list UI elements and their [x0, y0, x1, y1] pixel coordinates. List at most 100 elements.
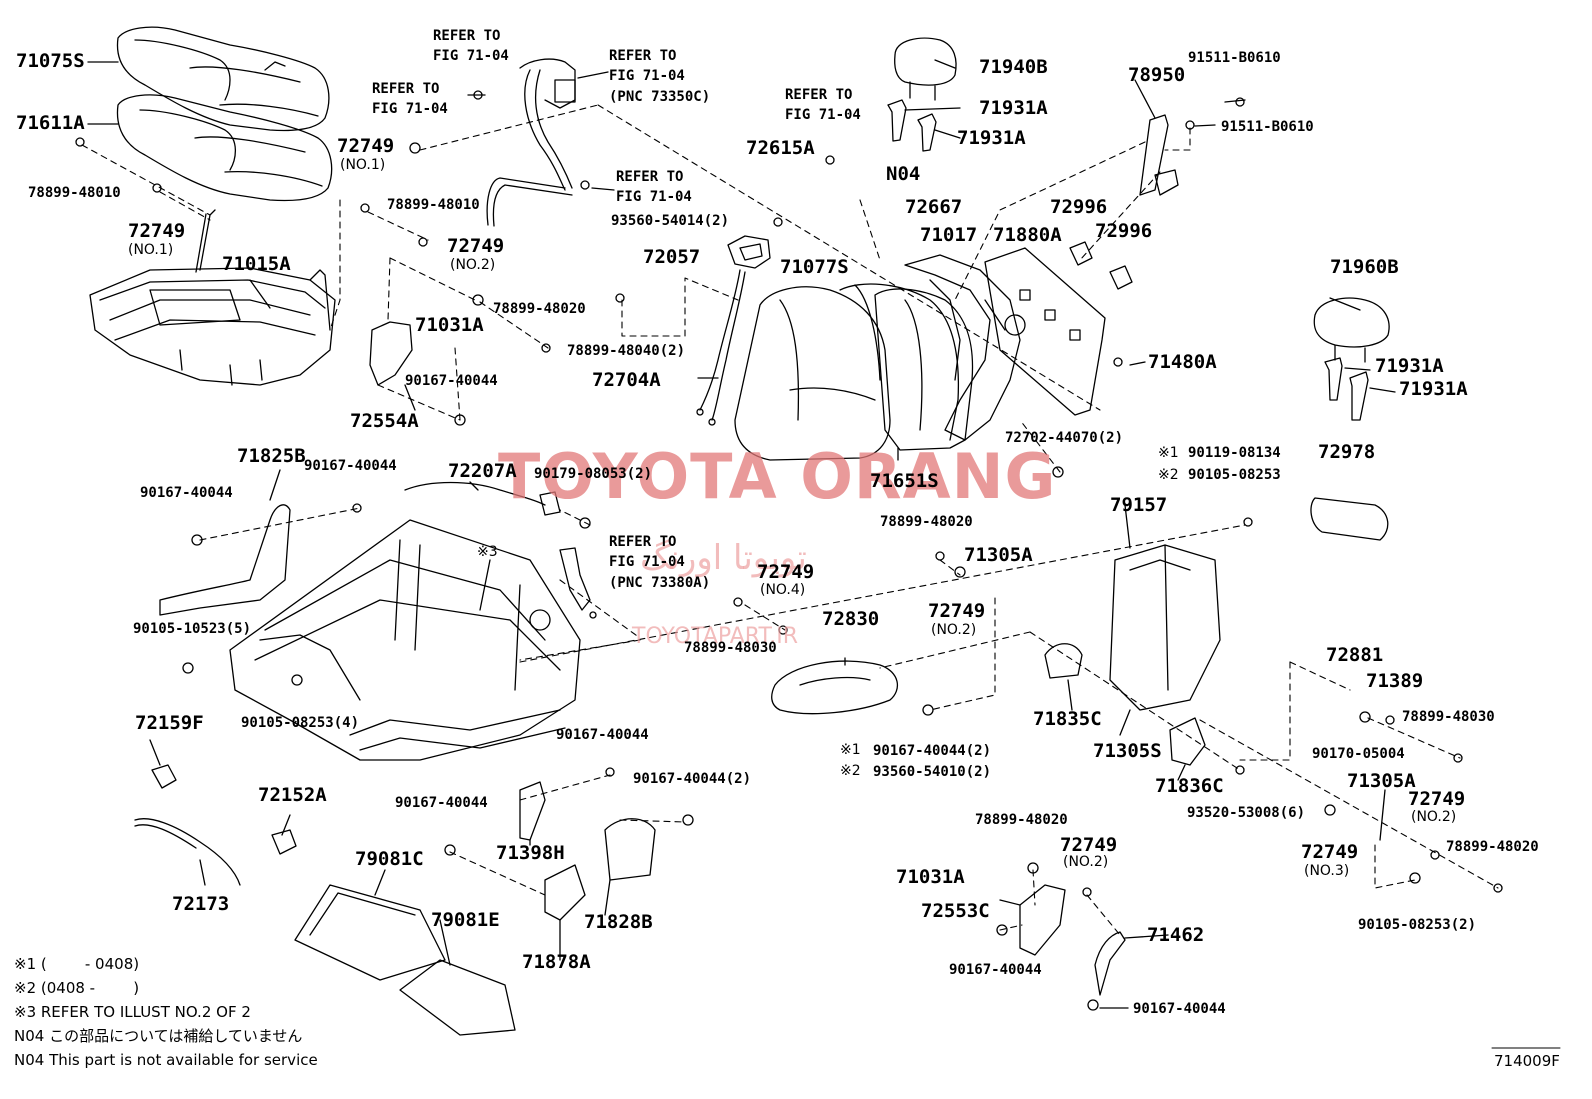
part-71835c: 71835C	[1033, 708, 1102, 730]
seatback-pad-71651s-drawing	[874, 288, 974, 451]
cover-71836c-drawing	[1169, 717, 1206, 766]
clip-72996-b-drawing	[1109, 265, 1133, 290]
part-79081c: 79081C	[355, 848, 424, 870]
seatback-frame-71017-drawing	[904, 254, 1026, 441]
part-72749-d: 72749	[757, 561, 815, 583]
ref-fig-71-04-d: REFER TO FIG 71-04	[616, 169, 692, 206]
part-93560-54014: 93560-54014(2)	[611, 213, 730, 229]
part-72749-h: 72749	[1060, 834, 1118, 856]
part-72749-f-sub: (NO.2)	[1411, 809, 1457, 825]
part-72152a: 72152A	[258, 784, 327, 806]
cover-72554a-drawing	[369, 321, 413, 386]
part-71305a-b: 71305A	[1347, 770, 1416, 792]
part-90167-40044-f: 90167-40044(2)	[633, 771, 752, 787]
part-90167-40044-a: 90167-40044	[405, 373, 498, 389]
part-71825b: 71825B	[237, 445, 306, 467]
part-72749-c-sub: (NO.2)	[450, 257, 496, 273]
part-71031a-a: 71031A	[415, 314, 484, 336]
footnote-x1: ※1 ( - 0408)	[14, 955, 140, 973]
part-78899-48010-b: 78899-48010	[387, 197, 480, 213]
part-78899-48020-a: 78899-48020	[493, 301, 586, 317]
seat-frame-rail-drawing	[229, 519, 591, 761]
part-90167-40044-h: 90167-40044	[949, 962, 1042, 978]
cushion-72830-drawing	[771, 660, 899, 715]
part-78899-48030-a: 78899-48030	[684, 640, 777, 656]
part-71611a: 71611A	[16, 112, 85, 134]
part-71015a: 71015A	[222, 253, 291, 275]
part-71828b: 71828B	[584, 911, 653, 933]
seat-cushion-pad-71611a-drawing	[116, 94, 333, 202]
part-90170-05004: 90170-05004	[1312, 746, 1405, 762]
part-71462: 71462	[1147, 924, 1205, 946]
part-72159f: 72159F	[135, 712, 204, 734]
part-72554a: 72554A	[350, 410, 419, 432]
ref-fig-71-04-e: REFER TO FIG 71-04	[785, 87, 861, 124]
part-78899-48040: 78899-48040(2)	[567, 343, 686, 359]
part-71880a: 71880A	[993, 224, 1062, 246]
part-71075s: 71075S	[16, 50, 85, 72]
illust-ref-x3: ※3	[477, 544, 498, 560]
cover-79081e-drawing	[399, 959, 516, 1036]
ref-fig-71-04-c: REFER TO FIG 71-04 (PNC 73350C)	[609, 48, 711, 105]
part-90119-08134: 90119-08134	[1188, 445, 1281, 461]
part-71931a-d: 71931A	[1399, 378, 1468, 400]
part-71031a-b: 71031A	[896, 866, 965, 888]
part-72704a: 72704A	[592, 369, 661, 391]
part-71878a: 71878A	[522, 951, 591, 973]
part-71305s: 71305S	[1093, 740, 1162, 762]
part-71940b: 71940B	[979, 56, 1048, 78]
part-78899-48020-c: 78899-48020	[1446, 839, 1539, 855]
part-71931a-a: 71931A	[979, 97, 1048, 119]
figure-id: 714009F	[1494, 1052, 1560, 1070]
watermark-brand: TOYOTA ORANG	[498, 440, 1057, 513]
lock-cover-72057-drawing	[727, 235, 771, 269]
part-72996-a: 72996	[1050, 196, 1108, 218]
part-71305a-a: 71305A	[964, 544, 1033, 566]
watermark-site: TOYOTAPART.IR	[632, 624, 799, 649]
part-90167-40044-i: 90167-40044	[1133, 1001, 1226, 1017]
part-72749-a: 72749	[128, 220, 186, 242]
assembly-lines	[81, 104, 1499, 936]
seatbelt-73350c-drawing	[486, 58, 576, 227]
part-91511-b0610-a: 91511-B0610	[1188, 50, 1281, 66]
part-n04: N04	[886, 163, 921, 185]
variant-x1-b: ※1	[840, 742, 861, 758]
part-72749-c: 72749	[447, 235, 505, 257]
part-72749-g-sub: (NO.3)	[1304, 863, 1350, 879]
part-72749-b: 72749	[337, 135, 395, 157]
part-72749-h-sub: (NO.2)	[1063, 854, 1109, 870]
part-71651s: 71651S	[870, 470, 939, 492]
headrest-71940b-drawing	[894, 37, 957, 101]
watermark-arabic: تویوتا اورنگ	[640, 538, 807, 578]
part-93560-54010: 93560-54010(2)	[873, 764, 992, 780]
part-71931a-b: 71931A	[957, 127, 1026, 149]
part-72057: 72057	[643, 246, 701, 268]
part-78950: 78950	[1128, 64, 1186, 86]
part-91511-b0610-b: 91511-B0610	[1221, 119, 1314, 135]
footnote-x2: ※2 (0408 - )	[14, 979, 140, 997]
part-72830: 72830	[822, 608, 880, 630]
headrest-71960b-drawing	[1313, 297, 1390, 421]
clip-72159f-drawing	[151, 764, 177, 789]
back-board-71880a-drawing	[984, 247, 1106, 416]
part-90105-08253-c: 90105-08253(2)	[1358, 917, 1477, 933]
cover-72553c-drawing	[1019, 884, 1066, 956]
part-72173: 72173	[172, 893, 230, 915]
part-71389: 71389	[1366, 670, 1424, 692]
part-90167-40044-c: 90167-40044	[140, 485, 233, 501]
part-79081e: 79081E	[431, 909, 500, 931]
part-72749-f: 72749	[1408, 788, 1466, 810]
part-78899-48020-d: 78899-48020	[975, 812, 1068, 828]
variant-x2-a: ※2	[1158, 467, 1179, 483]
variant-x1-a: ※1	[1158, 445, 1179, 461]
ref-fig-71-04-b: REFER TO FIG 71-04	[372, 81, 448, 118]
part-90167-40044-g: 90167-40044	[395, 795, 488, 811]
part-71398h: 71398H	[496, 842, 565, 864]
variant-x2-b: ※2	[840, 763, 861, 779]
part-72553c: 72553C	[921, 900, 990, 922]
seatback-cover-71077s-drawing	[734, 283, 960, 461]
part-72996-b: 72996	[1095, 220, 1153, 242]
part-71836c: 71836C	[1155, 775, 1224, 797]
